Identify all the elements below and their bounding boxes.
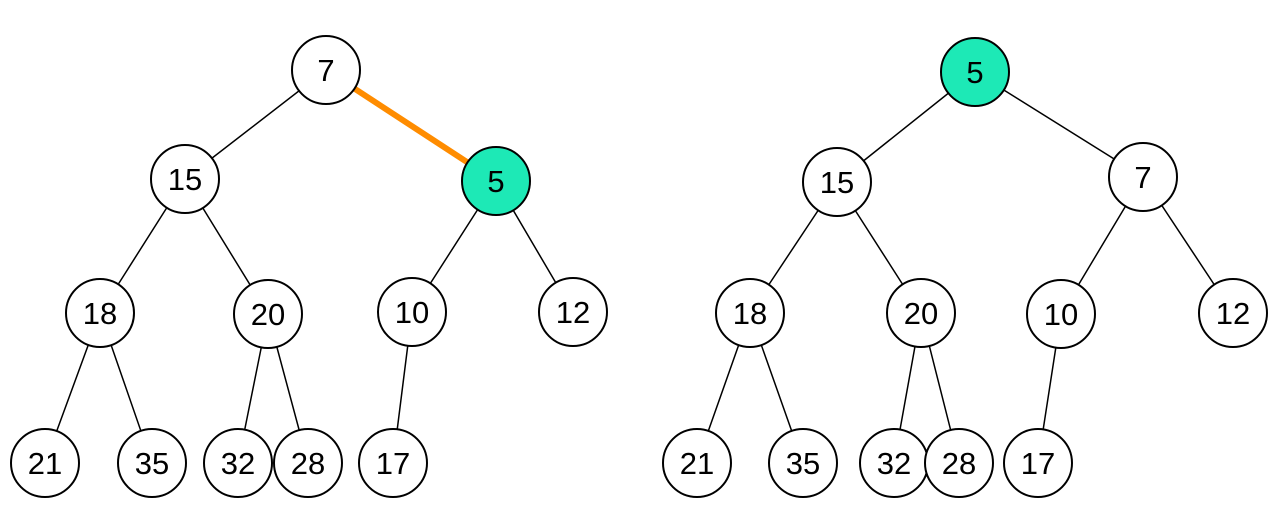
- node-value: 7: [1134, 160, 1151, 195]
- tree-node-10: 10: [1026, 279, 1096, 349]
- tree-node-15: 15: [802, 147, 872, 217]
- tree-node-20: 20: [233, 279, 303, 349]
- node-value: 5: [487, 164, 504, 199]
- tree-node-17: 17: [1003, 428, 1073, 498]
- node-value: 17: [376, 446, 410, 481]
- node-circle: [203, 428, 273, 498]
- tree-node-18: 18: [715, 278, 785, 348]
- node-circle: [291, 35, 361, 105]
- node-value: 32: [221, 446, 255, 481]
- node-circle: [662, 428, 732, 498]
- node-value: 12: [1216, 296, 1250, 331]
- node-value: 18: [83, 296, 117, 331]
- node-circle: [715, 278, 785, 348]
- node-value: 15: [820, 165, 854, 200]
- node-value: 21: [28, 446, 62, 481]
- node-circle: [924, 428, 994, 498]
- node-circle: [1026, 279, 1096, 349]
- tree-node-21: 21: [662, 428, 732, 498]
- tree-node-17: 17: [358, 428, 428, 498]
- node-circle: [150, 144, 220, 214]
- node-value: 15: [168, 162, 202, 197]
- node-value: 20: [904, 296, 938, 331]
- node-value: 21: [680, 446, 714, 481]
- tree-before-swap: 7 15 5 18 20 10 12 21 35 32 28 17: [10, 35, 608, 498]
- tree-node-12: 12: [538, 277, 608, 347]
- node-value: 20: [251, 297, 285, 332]
- node-value: 28: [942, 446, 976, 481]
- node-circle: [461, 146, 531, 216]
- tree-node-32: 32: [203, 428, 273, 498]
- node-value: 5: [966, 55, 983, 90]
- node-circle: [377, 277, 447, 347]
- node-value: 12: [556, 295, 590, 330]
- node-circle: [273, 428, 343, 498]
- node-value: 35: [786, 446, 820, 481]
- node-value: 28: [291, 446, 325, 481]
- tree-node-20: 20: [886, 278, 956, 348]
- tree-node-18: 18: [65, 278, 135, 348]
- node-circle: [358, 428, 428, 498]
- tree-node-12: 12: [1198, 278, 1268, 348]
- node-value: 18: [733, 296, 767, 331]
- tree-node-highlighted-5: 5: [940, 37, 1010, 107]
- node-circle: [1003, 428, 1073, 498]
- node-circle: [233, 279, 303, 349]
- node-circle: [10, 428, 80, 498]
- node-value: 32: [877, 446, 911, 481]
- tree-after-swap: 5 15 7 18 20 10 12 21 35 32 28 17: [662, 37, 1268, 498]
- tree-node-7: 7: [291, 35, 361, 105]
- tree-node-28: 28: [924, 428, 994, 498]
- tree-node-35: 35: [768, 428, 838, 498]
- node-circle: [1108, 142, 1178, 212]
- tree-node-28: 28: [273, 428, 343, 498]
- node-value: 10: [395, 295, 429, 330]
- tree-node-7: 7: [1108, 142, 1178, 212]
- node-circle: [802, 147, 872, 217]
- node-circle: [65, 278, 135, 348]
- node-value: 7: [317, 53, 334, 88]
- node-value: 17: [1021, 446, 1055, 481]
- node-circle: [886, 278, 956, 348]
- tree-node-32: 32: [859, 428, 929, 498]
- tree-node-21: 21: [10, 428, 80, 498]
- node-circle: [538, 277, 608, 347]
- tree-node-15: 15: [150, 144, 220, 214]
- node-circle: [940, 37, 1010, 107]
- node-value: 10: [1044, 297, 1078, 332]
- tree-node-35: 35: [117, 428, 187, 498]
- node-circle: [117, 428, 187, 498]
- tree-node-highlighted-5: 5: [461, 146, 531, 216]
- node-value: 35: [135, 446, 169, 481]
- tree-node-10: 10: [377, 277, 447, 347]
- node-circle: [768, 428, 838, 498]
- node-circle: [1198, 278, 1268, 348]
